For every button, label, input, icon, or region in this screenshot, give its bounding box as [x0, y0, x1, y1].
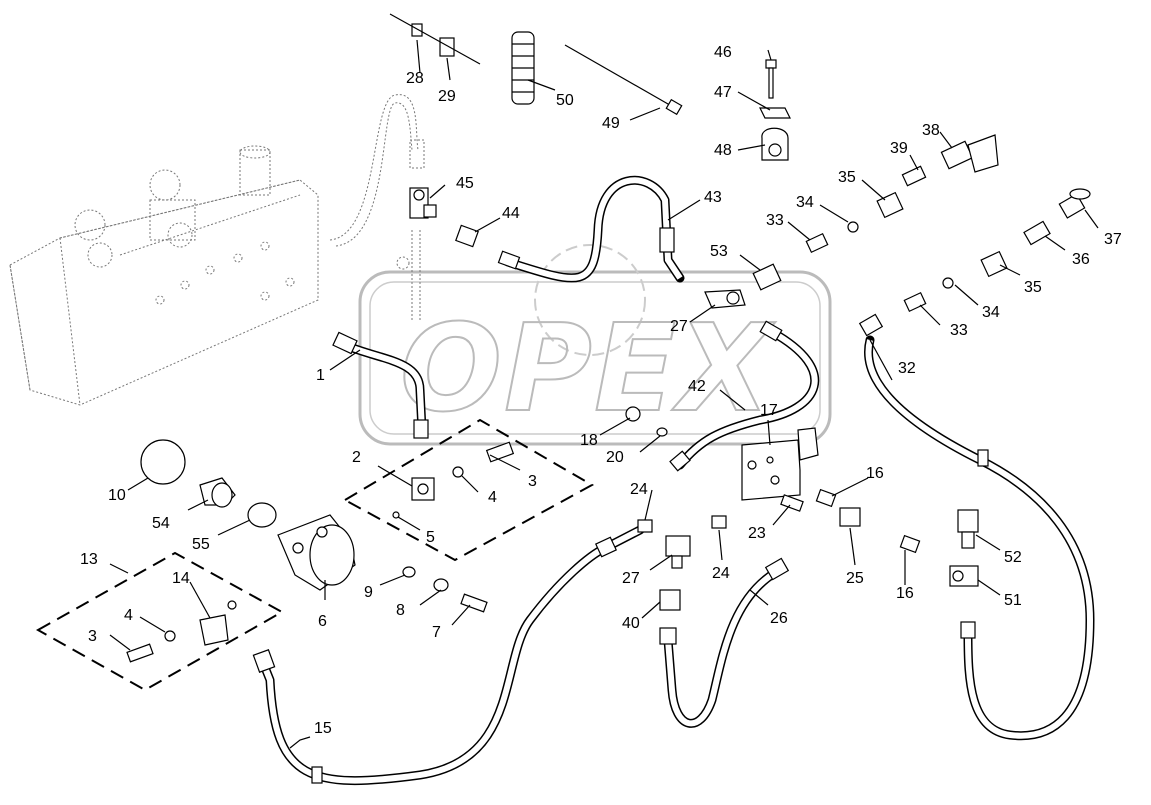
label-37: 37 [1104, 231, 1122, 248]
label-38: 38 [922, 122, 940, 139]
label-34b: 34 [982, 304, 1000, 321]
label-4b: 4 [124, 607, 133, 624]
label-48: 48 [714, 142, 732, 159]
leader-lines [109, 39, 1099, 749]
watermark-text: OPEX [400, 300, 776, 439]
label-27: 27 [670, 318, 688, 335]
label-8: 8 [396, 602, 405, 619]
label-50: 50 [556, 92, 574, 109]
label-13: 13 [80, 551, 98, 568]
label-32: 32 [898, 360, 916, 377]
label-34: 34 [796, 194, 814, 211]
label-55: 55 [192, 536, 210, 553]
label-53: 53 [710, 243, 728, 260]
label-16b: 16 [896, 585, 914, 602]
label-40: 40 [622, 615, 640, 632]
label-15: 15 [314, 720, 332, 737]
label-16: 16 [866, 465, 884, 482]
label-43: 43 [704, 189, 722, 206]
label-51: 51 [1004, 592, 1022, 609]
label-44: 44 [502, 205, 520, 222]
label-20: 20 [606, 449, 624, 466]
label-33b: 33 [950, 322, 968, 339]
label-29: 29 [438, 88, 456, 105]
label-46: 46 [714, 44, 732, 61]
label-1: 1 [316, 367, 325, 384]
parts [126, 13, 1091, 663]
label-27b: 27 [622, 570, 640, 587]
hose-fittings [252, 227, 989, 784]
label-4: 4 [488, 489, 497, 506]
label-52: 52 [1004, 549, 1022, 566]
dashed-groups [35, 418, 595, 692]
hoses [257, 175, 1095, 786]
label-18: 18 [580, 432, 598, 449]
label-10: 10 [108, 487, 126, 504]
label-35b: 35 [1024, 279, 1042, 296]
label-49: 49 [602, 115, 620, 132]
label-28: 28 [406, 70, 424, 87]
tank-assembly-ghost [9, 94, 425, 406]
label-3: 3 [528, 473, 537, 490]
label-9: 9 [364, 584, 373, 601]
label-3b: 3 [88, 628, 97, 645]
label-24b: 24 [712, 565, 730, 582]
callout-labels: 1 2 3 4 5 6 7 8 9 10 54 55 13 14 4 3 15 … [80, 44, 1122, 737]
label-7: 7 [432, 624, 441, 641]
label-47: 47 [714, 84, 732, 101]
label-25: 25 [846, 570, 864, 587]
label-45: 45 [456, 175, 474, 192]
label-36: 36 [1072, 251, 1090, 268]
label-23: 23 [748, 525, 766, 542]
label-26: 26 [770, 610, 788, 627]
opex-watermark: OPEX [358, 244, 832, 446]
label-5: 5 [426, 529, 435, 546]
label-2: 2 [352, 449, 361, 466]
label-42: 42 [688, 378, 706, 395]
label-14: 14 [172, 570, 190, 587]
label-24: 24 [630, 481, 648, 498]
label-17: 17 [760, 402, 778, 419]
label-35: 35 [838, 169, 856, 186]
label-33: 33 [766, 212, 784, 229]
label-39: 39 [890, 140, 908, 157]
label-54: 54 [152, 515, 170, 532]
label-6: 6 [318, 613, 327, 630]
